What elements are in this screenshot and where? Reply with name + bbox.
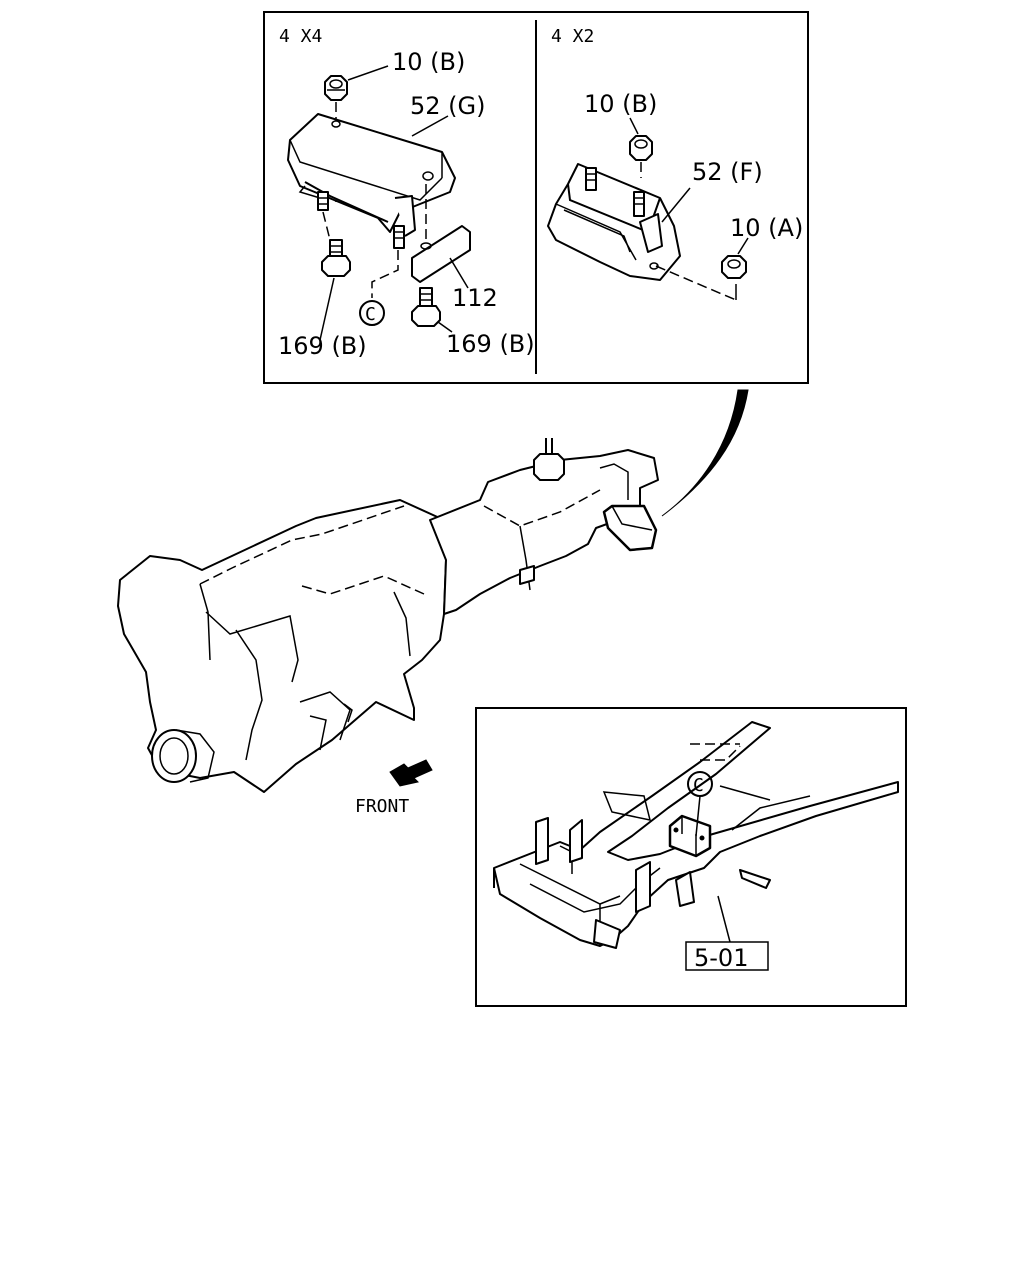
label-10b-4x2: 10 (B): [584, 90, 657, 118]
crossmember-mount-icon: [668, 814, 712, 858]
lower-detail-border: [475, 707, 907, 1007]
bolt-169b-left-icon: [321, 239, 351, 277]
ref-c-frame-letter: C: [693, 775, 704, 796]
label-10a: 10 (A): [730, 214, 803, 242]
ref-c-frame-icon: C: [687, 771, 713, 797]
front-arrow-icon: [389, 759, 433, 787]
leader-52g: [411, 115, 449, 137]
label-52f: 52 (F): [692, 158, 763, 186]
bracket-112-icon: [411, 225, 471, 283]
upper-detail-border: [263, 11, 809, 384]
leader-10a: [737, 237, 749, 255]
leader-10b-4x2: [629, 117, 639, 135]
chassis-frame-icon: [493, 721, 899, 949]
label-169b-right: 169 (B): [446, 330, 535, 358]
label-112: 112: [452, 284, 498, 312]
ref-5-01-badge: 5-01: [685, 941, 769, 972]
lower-detail-panel: C 5-01: [475, 707, 907, 1007]
panel-4x4-title: 4 X4: [279, 26, 322, 47]
stud-4x2-left-icon: [585, 167, 597, 191]
stud-4x4-right-icon: [393, 225, 405, 249]
mount-52g-icon: [287, 113, 456, 237]
bolt-169b-right-icon: [411, 287, 441, 327]
stud-4x2-right-icon: [633, 191, 645, 217]
leader-52f: [661, 187, 691, 223]
ref-c-4x4-icon: C: [359, 300, 385, 326]
ref-c-4x4-letter: C: [365, 304, 376, 325]
upper-detail-panel: 4 X4 10 (B) 52 (: [263, 11, 809, 384]
nut-10b-4x4-icon: [324, 75, 348, 101]
label-169b-left: 169 (B): [278, 332, 367, 360]
nut-10b-4x2-icon: [629, 135, 653, 161]
nut-10a-icon: [721, 255, 747, 279]
front-direction-indicator: FRONT: [355, 759, 433, 817]
leader-112: [449, 257, 469, 289]
shift-lever-icon: [533, 438, 565, 481]
panel-4x4: 4 X4 10 (B) 52 (: [278, 26, 535, 360]
leader-c-4x4: [371, 250, 399, 298]
engine-transmission-assembly: [117, 438, 659, 793]
ref-5-01-label: 5-01: [694, 944, 748, 972]
engine-block-icon: [117, 499, 447, 793]
front-label: FRONT: [355, 796, 409, 817]
leader-169b-right: [437, 321, 453, 333]
panel-4x2-title: 4 X2: [551, 26, 594, 47]
callout-sweep: [661, 389, 749, 517]
rear-mount-icon: [602, 504, 658, 552]
leader-10b-4x4: [347, 65, 389, 81]
leader-c-frame: [695, 795, 701, 837]
leader-5-01: [717, 895, 731, 943]
mount-52f-icon: [547, 163, 681, 281]
label-52g: 52 (G): [410, 92, 486, 120]
crank-pulley-icon: [151, 729, 215, 783]
leader-169b-left: [319, 277, 335, 341]
axis-bolt-left: [322, 211, 331, 241]
stud-4x4-left-icon: [317, 191, 329, 211]
panel-4x2: 4 X2 10 (B): [547, 26, 803, 301]
label-10b-4x4: 10 (B): [392, 48, 465, 76]
